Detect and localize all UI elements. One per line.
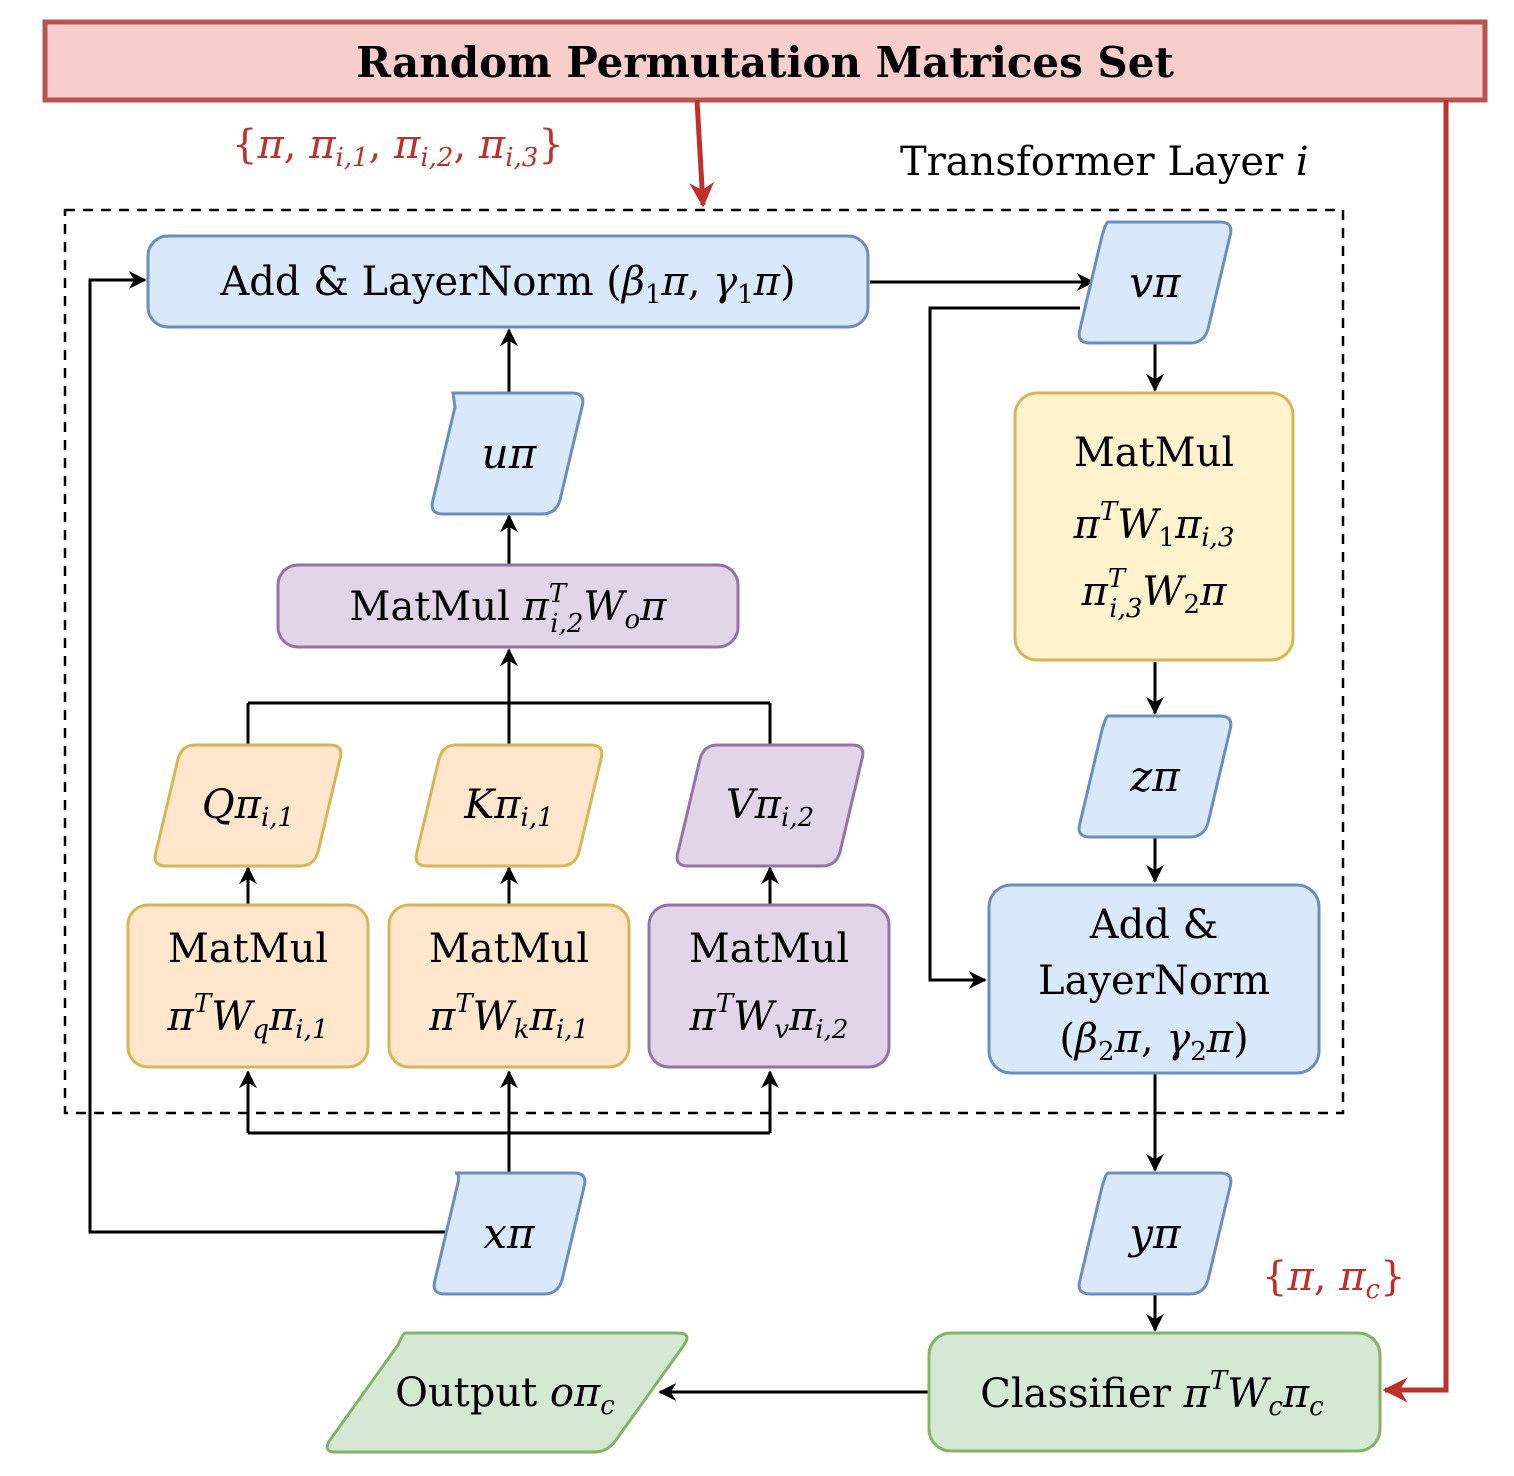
svg-text:Add &: Add & bbox=[1089, 902, 1218, 948]
transformer-layer-label: Transformer Layer i bbox=[900, 139, 1309, 185]
svg-text:πTi,3W2π: πTi,3W2π bbox=[1081, 564, 1227, 624]
svg-text:πTWkπi,1: πTWkπi,1 bbox=[428, 989, 589, 1045]
x-pi-node: xπ bbox=[432, 1171, 587, 1296]
svg-text:πTWvπi,2: πTWvπi,2 bbox=[689, 989, 849, 1045]
transformer-layer-frame bbox=[63, 208, 1345, 1115]
svg-text:MatMul: MatMul bbox=[689, 926, 849, 972]
svg-text:MatMul πTi,2Woπ: MatMul πTi,2Woπ bbox=[350, 579, 668, 639]
svg-text:Kπi,1: Kπi,1 bbox=[463, 782, 553, 833]
svg-text:πTWqπi,1: πTWqπi,1 bbox=[167, 989, 329, 1045]
svg-text:Add & LayerNorm (β1π, γ1π): Add & LayerNorm (β1π, γ1π) bbox=[219, 259, 795, 310]
q-node: Qπi,1 bbox=[153, 743, 343, 868]
perm-arrow-to-layer bbox=[689, 99, 715, 208]
banner-title: Random Permutation Matrices Set bbox=[356, 38, 1174, 87]
svg-text:Vπi,2: Vπi,2 bbox=[726, 782, 814, 833]
svg-text:MatMul: MatMul bbox=[168, 926, 328, 972]
svg-text:xπ: xπ bbox=[483, 1209, 536, 1258]
u-pi-node: uπ bbox=[430, 391, 585, 516]
svg-text:uπ: uπ bbox=[482, 429, 538, 478]
output-node: Output oπc bbox=[325, 1331, 689, 1454]
perm-arrow-to-classifier bbox=[1382, 100, 1449, 1403]
connectors bbox=[88, 271, 1164, 1401]
svg-text:MatMul: MatMul bbox=[1074, 430, 1234, 476]
matmul-v: MatMul πTWvπi,2 bbox=[647, 903, 891, 1069]
k-node: Kπi,1 bbox=[414, 743, 604, 868]
classifier-perm-set: {π, πc} bbox=[1262, 1254, 1406, 1305]
add-layernorm-2: Add & LayerNorm (β2π, γ2π) bbox=[987, 883, 1321, 1075]
svg-text:vπ: vπ bbox=[1129, 258, 1182, 307]
svg-text:Qπi,1: Qπi,1 bbox=[202, 782, 294, 833]
svg-text:Output oπc: Output oπc bbox=[395, 1370, 615, 1421]
y-pi-node: yπ bbox=[1077, 1171, 1233, 1296]
layer-perm-set: {π, πi,1, πi,2, πi,3} bbox=[232, 122, 564, 173]
v-pi-node: vπ bbox=[1077, 220, 1233, 345]
permutation-set-banner: Random Permutation Matrices Set bbox=[42, 19, 1488, 103]
z-pi-node: zπ bbox=[1077, 714, 1233, 839]
svg-text:yπ: yπ bbox=[1127, 1209, 1182, 1258]
svg-text:zπ: zπ bbox=[1129, 752, 1181, 801]
add-layernorm-1: Add & LayerNorm (β1π, γ1π) bbox=[146, 234, 870, 329]
svg-text:πTW1πi,3: πTW1πi,3 bbox=[1073, 497, 1235, 553]
classifier-node: Classifier πTWcπc bbox=[927, 1331, 1382, 1453]
svg-text:MatMul: MatMul bbox=[429, 926, 589, 972]
svg-text:Classifier πTWcπc: Classifier πTWcπc bbox=[980, 1366, 1324, 1422]
svg-text:(β2π, γ2π): (β2π, γ2π) bbox=[1059, 1016, 1248, 1067]
matmul-q: MatMul πTWqπi,1 bbox=[126, 903, 370, 1069]
v-node: Vπi,2 bbox=[675, 743, 865, 868]
svg-text:LayerNorm: LayerNorm bbox=[1038, 958, 1270, 1004]
matmul-k: MatMul πTWkπi,1 bbox=[387, 903, 631, 1069]
